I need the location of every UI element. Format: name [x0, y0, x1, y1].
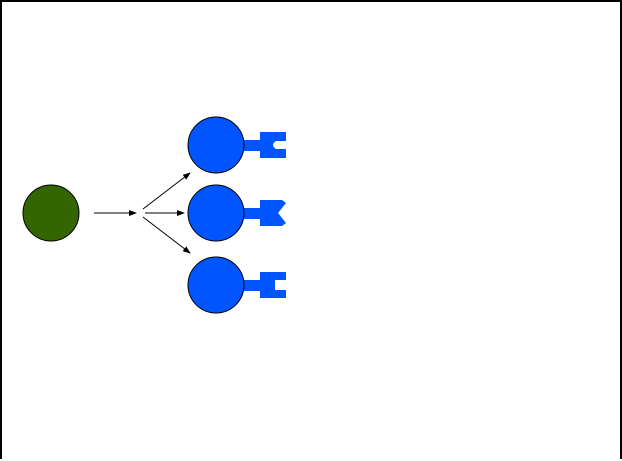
- receptor-cell-body: [187, 184, 245, 242]
- notch-receptor-icon: [260, 200, 286, 226]
- receptor-cell-square: [187, 256, 286, 314]
- cup-receptor-icon: [260, 132, 286, 158]
- receptor-cell-body: [187, 256, 245, 314]
- receptor-cell-cup: [187, 116, 286, 174]
- receptor-cell-notch: [187, 184, 286, 242]
- arrow-branch-top: [142, 172, 191, 210]
- receptor-stalk: [242, 140, 262, 151]
- square-receptor-icon: [260, 272, 286, 298]
- receptor-cell-body: [187, 116, 245, 174]
- receptor-stalk: [242, 280, 262, 291]
- arrow-branch-bottom: [142, 216, 191, 254]
- receptor-stalk: [242, 208, 262, 219]
- source-cell: [22, 184, 80, 242]
